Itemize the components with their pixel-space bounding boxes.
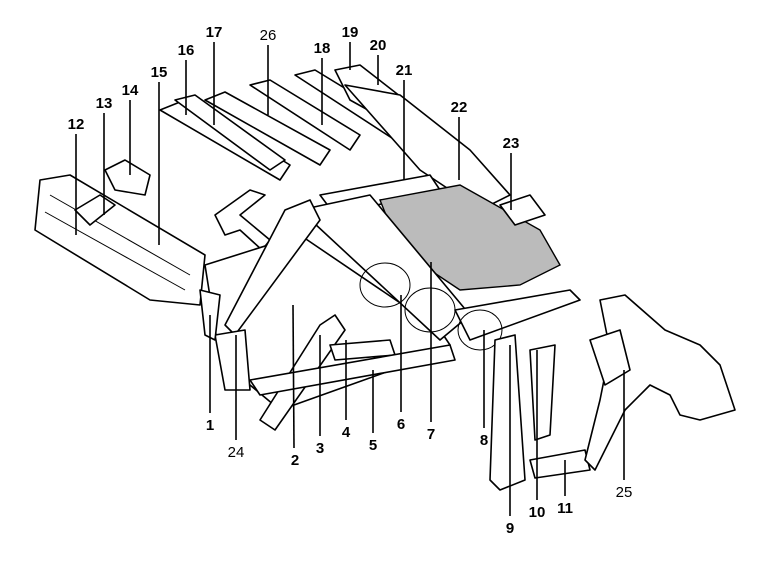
callout-24: 24 [228, 444, 245, 461]
callout-22: 22 [451, 99, 468, 116]
callout-12: 12 [68, 116, 85, 133]
callout-8: 8 [480, 432, 488, 449]
callout-25: 25 [616, 484, 633, 501]
callout-14: 14 [122, 82, 139, 99]
leader-lines [75, 42, 625, 516]
callout-9: 9 [506, 520, 514, 537]
parts-outlines [34, 64, 736, 491]
callout-1: 1 [206, 417, 214, 434]
callout-4: 4 [342, 424, 351, 441]
callout-11: 11 [557, 500, 573, 517]
callout-17: 17 [206, 24, 223, 41]
callout-16: 16 [178, 42, 195, 59]
callout-10: 10 [529, 504, 546, 521]
callout-18: 18 [314, 40, 331, 57]
callout-2: 2 [291, 452, 299, 469]
callout-13: 13 [96, 95, 113, 112]
callout-19: 19 [342, 24, 359, 41]
callout-23: 23 [503, 135, 520, 152]
callout-26: 26 [260, 27, 277, 44]
callout-3: 3 [316, 440, 324, 457]
callout-labels: 1 2 3 4 5 6 7 8 9 10 11 12 13 14 15 16 1… [68, 24, 633, 537]
callout-21: 21 [396, 62, 413, 79]
callout-15: 15 [151, 64, 168, 81]
callout-5: 5 [369, 437, 377, 454]
callout-6: 6 [397, 416, 405, 433]
callout-7: 7 [427, 426, 435, 443]
callout-20: 20 [370, 37, 387, 54]
